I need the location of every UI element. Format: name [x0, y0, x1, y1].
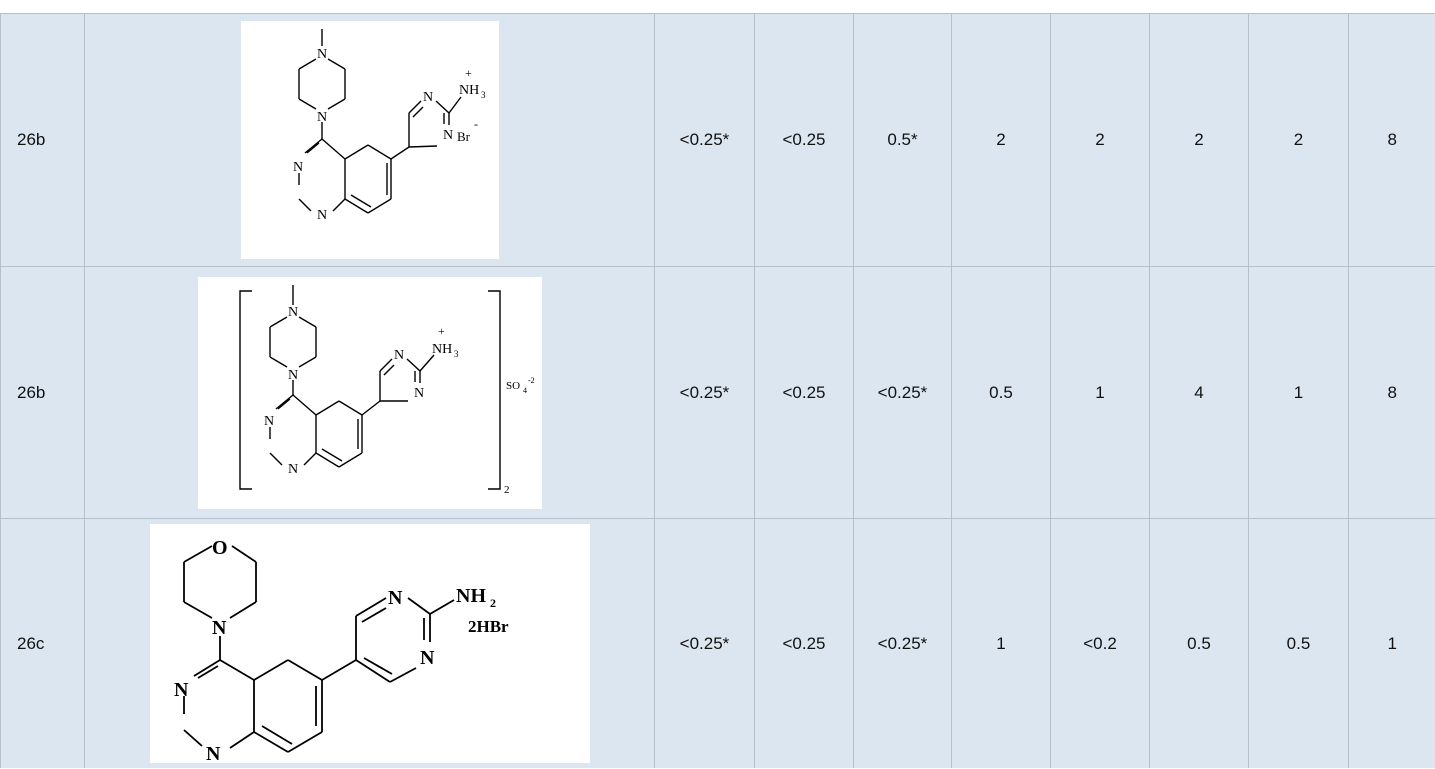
atom-label: N	[288, 305, 298, 320]
structure-cell: N N N N N N + NH 3 SO 4 -2 2	[84, 266, 655, 519]
value-cell: <0.25*	[654, 266, 755, 519]
compound-id-cell: 26c	[0, 518, 85, 768]
value-cell: 1	[951, 518, 1051, 768]
atom-label: N	[414, 386, 424, 401]
value-cell: 1	[1348, 518, 1435, 768]
value-cell: 1	[1050, 266, 1150, 519]
atom-label: N	[317, 47, 327, 62]
table-row: 26c	[0, 518, 1435, 768]
compound-id-cell: 26b	[0, 13, 85, 267]
value-cell: <0.25*	[654, 518, 755, 768]
atom-charge: -2	[528, 376, 535, 385]
atom-label: N	[206, 743, 221, 763]
structure-cell: N N N N N N + NH 3 Br -	[84, 13, 655, 267]
atom-label: N	[388, 587, 403, 609]
value-cell: 0.5	[951, 266, 1051, 519]
atom-subscript: 3	[454, 349, 459, 359]
value-cell: 0.5	[1149, 518, 1249, 768]
value-cell: 2	[1248, 13, 1349, 267]
atom-label: NH	[456, 585, 486, 607]
value-cell: 4	[1149, 266, 1249, 519]
compound-id-cell: 26b	[0, 266, 85, 519]
atom-label: N	[293, 160, 303, 175]
chemical-structure-image: O N N N N N NH 2 2HBr	[149, 524, 590, 763]
value-cell: <0.25*	[853, 266, 952, 519]
value-cell: 1	[1248, 266, 1349, 519]
atom-label: NH	[459, 83, 479, 98]
atom-label: N	[212, 617, 227, 639]
value-cell: <0.25*	[853, 518, 952, 768]
atom-label: O	[212, 537, 228, 559]
value-cell: 8	[1348, 13, 1435, 267]
atom-label: N	[317, 208, 327, 223]
counter-ion-label: 2HBr	[468, 617, 509, 636]
value-cell: 2	[1149, 13, 1249, 267]
atom-label: N	[443, 128, 453, 143]
value-cell: <0.25	[754, 13, 854, 267]
atom-label: N	[288, 462, 298, 477]
atom-label: N	[394, 348, 404, 363]
atom-label: N	[317, 110, 327, 125]
atom-charge: -	[474, 117, 478, 131]
value-cell: <0.25	[754, 518, 854, 768]
data-table: 26b	[0, 13, 1435, 768]
value-cell: <0.25	[754, 266, 854, 519]
atom-label: Br	[457, 129, 471, 144]
atom-label: N	[264, 414, 274, 429]
table-row: 26b	[0, 266, 1435, 519]
atom-subscript: 4	[523, 386, 527, 395]
atom-label: N	[288, 368, 298, 383]
value-cell: 0.5	[1248, 518, 1349, 768]
atom-label: N	[423, 90, 433, 105]
structure-cell: O N N N N N NH 2 2HBr	[84, 518, 655, 768]
value-cell: 2	[1050, 13, 1150, 267]
value-cell: 0.5*	[853, 13, 952, 267]
atom-label: N	[420, 647, 435, 669]
table-row: 26b	[0, 13, 1435, 267]
chemical-structure-image: N N N N N N + NH 3 Br -	[240, 21, 499, 259]
value-cell: 2	[951, 13, 1051, 267]
counter-ion-label: SO	[506, 380, 520, 392]
atom-charge: +	[465, 66, 472, 80]
bracket-subscript: 2	[504, 484, 510, 496]
atom-label: NH	[432, 342, 452, 357]
atom-label: N	[174, 679, 189, 701]
value-cell: 8	[1348, 266, 1435, 519]
value-cell: <0.25*	[654, 13, 755, 267]
chemical-structure-image: N N N N N N + NH 3 SO 4 -2 2	[197, 276, 542, 509]
value-cell: <0.2	[1050, 518, 1150, 768]
atom-charge: +	[438, 324, 445, 338]
atom-subscript: 3	[481, 90, 486, 100]
atom-subscript: 2	[490, 596, 496, 610]
